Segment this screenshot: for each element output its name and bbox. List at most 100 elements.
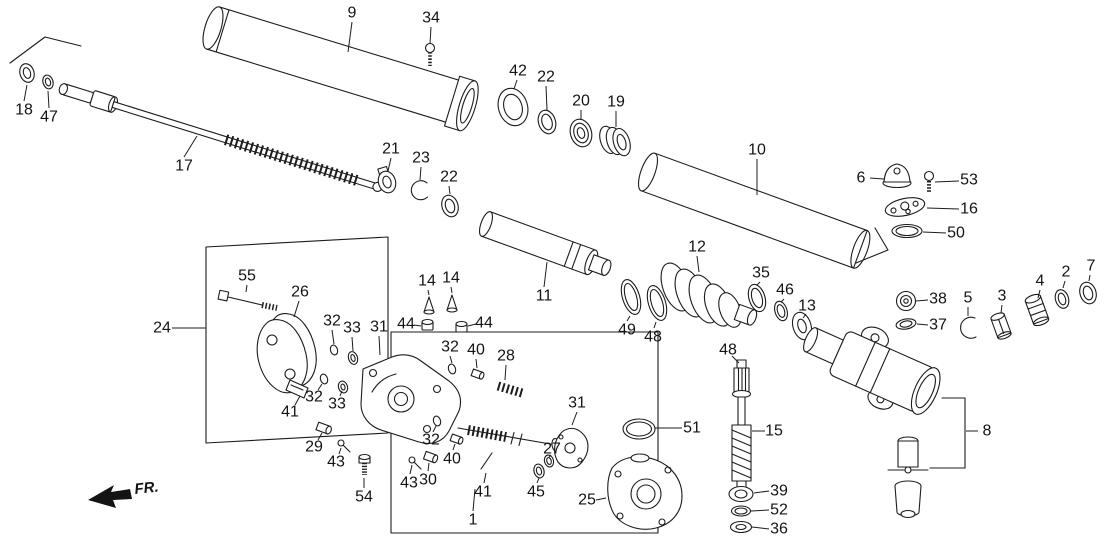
part-3-bushing (990, 312, 1012, 340)
part-8-bracket-line (929, 397, 966, 469)
part-7-o-ring (1079, 281, 1097, 305)
part-54-bolt (358, 453, 371, 475)
part-callout-31: 31 (370, 319, 388, 336)
part-callout-51: 51 (683, 420, 701, 437)
leader-line-28 (504, 364, 507, 381)
part-callout-22: 22 (537, 69, 555, 86)
part-callout-14: 14 (442, 270, 460, 287)
leader-line-33 (339, 390, 343, 397)
part-callout-36: 36 (770, 521, 788, 538)
leader-line-48 (653, 321, 657, 329)
part-callout-40: 40 (443, 451, 461, 468)
part-45-washer (533, 463, 545, 479)
part-callout-5: 5 (964, 290, 973, 307)
leader-line-26 (293, 300, 300, 318)
part-43-bolt-a (337, 439, 351, 453)
part-center-housing-casting (360, 354, 462, 445)
part-47-ring (42, 74, 54, 90)
part-40-plunger-a (470, 368, 485, 380)
part-callout-14: 14 (418, 273, 436, 290)
part-22-ring-upper (537, 109, 557, 135)
part-callout-27: 27 (543, 441, 561, 458)
fr-arrow-icon (88, 485, 132, 508)
part-20-washer (569, 118, 593, 148)
part-callout-15: 15 (765, 423, 783, 440)
corner-mark-mid-right (855, 227, 889, 264)
leader-line-32 (317, 383, 323, 391)
leader-line-31 (378, 335, 381, 356)
part-17-rack-shaft (58, 83, 383, 192)
part-callout-47: 47 (40, 109, 58, 126)
part-callout-28: 28 (497, 348, 515, 365)
part-27-o-ring (543, 454, 555, 468)
part-14-tappet-b (446, 294, 458, 313)
leader-line-34 (429, 26, 432, 45)
leader-line-6 (869, 177, 885, 180)
part-53-screw (923, 170, 935, 193)
part-valve-sub-assembly (887, 436, 929, 519)
leader-line-18 (23, 84, 28, 102)
part-callout-46: 46 (776, 282, 794, 299)
part-9-cylinder-tube (202, 6, 479, 132)
part-callout-48: 48 (719, 342, 737, 359)
part-32-ring-b (447, 363, 457, 375)
part-4-adjuster-nut (1024, 293, 1050, 327)
part-40-plunger-b (449, 433, 464, 445)
leader-line-14 (427, 289, 430, 296)
part-21-bushing (377, 165, 397, 194)
part-callout-55: 55 (238, 268, 256, 285)
part-38-bearing (895, 290, 917, 312)
leader-line-41 (483, 472, 487, 484)
part-callout-25: 25 (578, 492, 596, 509)
part-callout-50: 50 (947, 225, 965, 242)
part-41-clamp-a (285, 379, 309, 399)
leader-line-40 (452, 443, 456, 451)
part-callout-43: 43 (400, 475, 418, 492)
part-50-o-ring (891, 223, 923, 239)
part-callout-34: 34 (422, 10, 440, 27)
part-22-ring-lower (441, 194, 459, 218)
leader-line-9 (347, 21, 353, 53)
leader-line-32 (432, 425, 437, 433)
part-callout-22: 22 (440, 169, 458, 186)
part-callout-35: 35 (752, 265, 770, 282)
leader-line-7 (1088, 274, 1091, 282)
leader-line-55 (245, 284, 248, 293)
part-callout-19: 19 (607, 94, 625, 111)
group-box-1 (390, 331, 659, 534)
fr-direction-indicator: FR. (88, 479, 159, 508)
part-25-valve-body (607, 453, 683, 530)
leader-line-47 (47, 90, 50, 109)
part-26-bracket (256, 313, 317, 394)
leader-line-40 (475, 358, 478, 369)
part-callout-1: 1 (469, 512, 478, 529)
leader-line-13 (802, 313, 807, 319)
part-34-clamp-bolt (424, 42, 436, 66)
part-callout-41: 41 (281, 404, 299, 421)
part-19-seal (599, 125, 631, 157)
leader-line-46 (780, 298, 785, 303)
leader-line-33 (351, 336, 354, 352)
part-callout-13: 13 (798, 298, 816, 315)
part-callout-39: 39 (770, 483, 788, 500)
part-callout-41: 41 (474, 484, 492, 501)
part-33-bushing-b (337, 380, 349, 394)
part-49-ring (620, 279, 642, 315)
part-callout-4: 4 (1036, 273, 1045, 290)
part-callout-31: 31 (568, 395, 586, 412)
leader-line-45 (536, 477, 540, 484)
leader-line-21 (387, 157, 392, 172)
leader-line-36 (751, 526, 770, 530)
part-37-washer (895, 318, 917, 330)
part-callout-40: 40 (467, 342, 485, 359)
part-44-nut-a (421, 318, 434, 331)
part-callout-20: 20 (572, 93, 590, 110)
leader-line-39 (753, 490, 770, 494)
part-callout-37: 37 (929, 317, 947, 334)
part-callout-38: 38 (929, 291, 947, 308)
part-callout-3: 3 (998, 288, 1007, 305)
leader-line-30 (427, 462, 430, 472)
leader-line-22 (545, 85, 548, 111)
